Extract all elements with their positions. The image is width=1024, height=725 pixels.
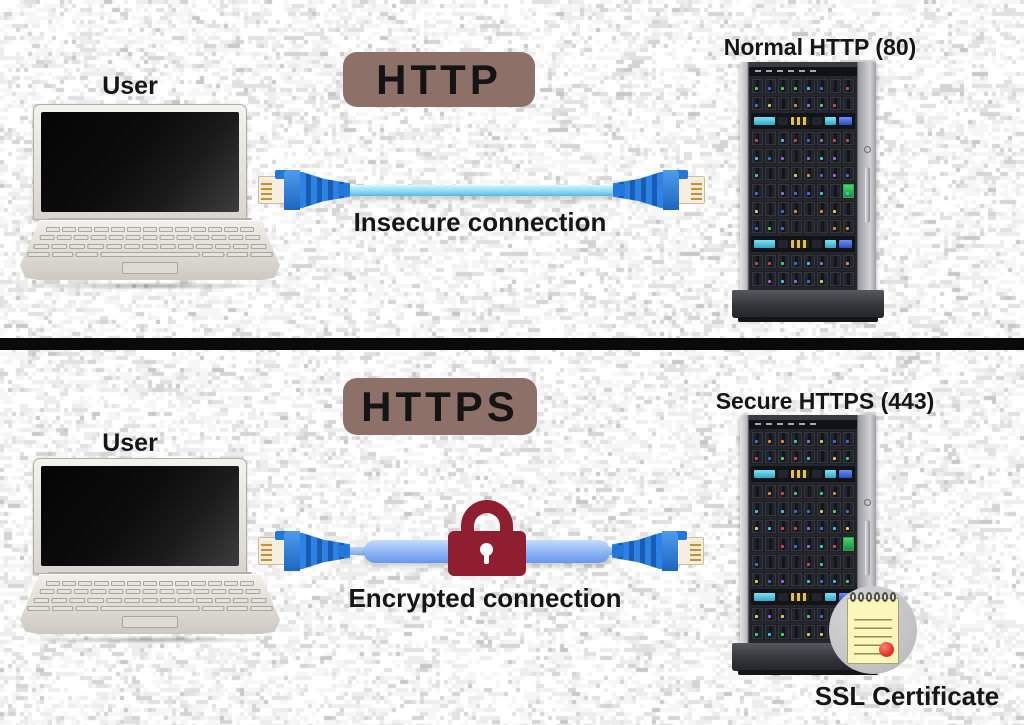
server-base [732, 290, 884, 318]
rj45-boot-tail [338, 545, 350, 557]
rj45-connector-icon [612, 529, 704, 573]
https-badge-label: HTTPS [361, 382, 519, 430]
rj45-pins [261, 180, 272, 200]
server-lock-knob [864, 146, 871, 154]
laptop-keyboard [27, 227, 273, 257]
certificate-spiral-rings [850, 592, 896, 602]
laptop-trackpad [122, 262, 178, 274]
user-label: User [102, 429, 158, 457]
padlock-icon [448, 500, 526, 576]
laptop-shadow [26, 636, 274, 644]
rj45-connector-icon [258, 168, 350, 212]
rj45-boot-cap [284, 170, 300, 210]
rj45-connector-icon [258, 529, 350, 573]
laptop-base [20, 220, 280, 280]
laptop-keyboard [27, 581, 273, 611]
certificate-seal [879, 642, 894, 657]
rj45-boot-tail [612, 545, 624, 557]
rj45-pins [690, 541, 701, 561]
server-header [749, 420, 857, 429]
server-label: Secure HTTPS (443) [715, 388, 935, 414]
rj45-latch [275, 170, 290, 179]
server-face [749, 67, 857, 290]
certificate-note [847, 592, 899, 664]
laptop-screen [33, 104, 247, 220]
ssl-certificate-icon [829, 586, 917, 674]
server-lock-knob [864, 499, 871, 507]
laptop-shadow [26, 282, 274, 290]
ssl-certificate-label: SSL Certificate [814, 681, 1000, 711]
rj45-pins [261, 541, 272, 561]
https-badge: HTTPS [343, 378, 537, 435]
laptop-base [20, 574, 280, 634]
rj45-boot-cap [284, 531, 300, 571]
rj45-boot-cap [662, 531, 678, 571]
server-rack-illustration [732, 62, 884, 322]
http-badge-label: HTTP [376, 55, 502, 103]
rj45-plug [258, 537, 288, 565]
ethernet-cable [344, 185, 624, 196]
user-label: User [102, 72, 158, 100]
laptop-trackpad [122, 616, 178, 628]
rj45-boot-tail [338, 184, 350, 196]
server-base-shadow [738, 670, 878, 675]
server-frame [740, 62, 876, 296]
padlock-keyhole-stem [484, 553, 489, 564]
rj45-latch [275, 531, 290, 540]
rj45-plug [674, 537, 704, 565]
server-header [749, 67, 857, 76]
connection-label: Encrypted connection [348, 583, 622, 613]
laptop-illustration [20, 458, 280, 644]
section-divider [0, 338, 1024, 350]
server-base-shadow [738, 317, 878, 322]
laptop-illustration [20, 104, 280, 290]
server-door-handle [865, 167, 870, 224]
http-badge: HTTP [343, 52, 535, 107]
laptop-display [41, 112, 239, 212]
cable-stub [344, 547, 370, 555]
padlock-keyhole [480, 543, 493, 556]
laptop-display [41, 466, 239, 566]
laptop-screen [33, 458, 247, 574]
server-label: Normal HTTP (80) [723, 34, 917, 60]
connection-label: Insecure connection [353, 207, 607, 237]
server-units [749, 77, 857, 288]
server-door-handle [865, 520, 870, 577]
